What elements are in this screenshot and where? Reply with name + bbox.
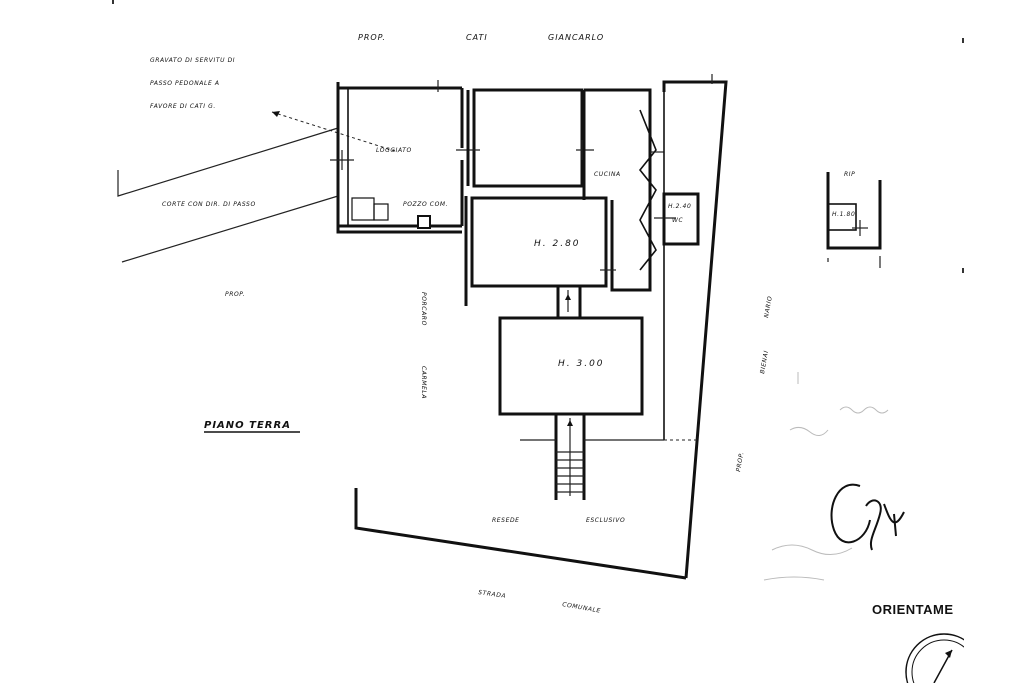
label-orientamento: ORIENTAME — [872, 602, 954, 617]
label-corte: CORTE CON DIR. DI PASSO — [162, 201, 256, 208]
label-carmela: CARMELA — [420, 366, 427, 399]
label-wc: WC — [672, 217, 684, 224]
stray-mark — [112, 0, 114, 4]
label-rip-height: H.1.80 — [832, 211, 855, 218]
label-wc-height: H.2.40 — [668, 203, 691, 210]
label-prop-left: PROP. — [225, 291, 245, 298]
room-cucina — [582, 88, 664, 292]
signature — [830, 483, 905, 551]
courtyard-boundary-lower — [121, 195, 339, 263]
room-h300 — [498, 316, 644, 416]
label-cucina: CUCINA — [594, 171, 621, 178]
right-boundary — [662, 80, 728, 579]
label-resede: RESEDE — [492, 517, 520, 524]
label-loggiato: LOGGIATO — [376, 147, 412, 154]
room-h280 — [464, 196, 616, 306]
label-gravato-line2: PASSO PEDONALE A — [150, 80, 220, 87]
label-bienai: BIENAI — [759, 350, 770, 374]
loggiato-block — [330, 80, 464, 234]
label-room-h280: H. 2.80 — [534, 239, 581, 249]
courtyard-boundary-upper — [117, 127, 339, 197]
label-room-h300: H. 3.00 — [558, 359, 605, 369]
page-edge-mask — [964, 560, 1024, 683]
label-pozzo: POZZO COM. — [403, 201, 448, 208]
stray-mark — [962, 268, 964, 273]
label-rip: RIP — [844, 171, 855, 178]
label-nario: NARIO — [763, 295, 774, 318]
stray-mark — [962, 38, 964, 43]
faded-stamp — [763, 372, 889, 581]
room-upper-middle — [456, 88, 594, 188]
label-prop-top: PROP. — [358, 33, 386, 42]
label-porcaro: PORCARO — [420, 292, 427, 326]
servitude-pointer — [271, 111, 399, 153]
label-giancarlo: GIANCARLO — [548, 33, 604, 42]
stair — [554, 414, 586, 500]
label-gravato-line1: GRAVATO DI SERVITU DI — [150, 57, 235, 64]
passage — [556, 286, 582, 318]
label-cati: CATI — [466, 33, 488, 42]
label-piano-terra: PIANO TERRA — [204, 420, 291, 431]
room-rip — [826, 172, 882, 268]
servitude-arrowhead — [272, 111, 280, 117]
label-gravato-line3: FAVORE DI CATI G. — [150, 103, 216, 110]
label-prop-right: PROP. — [735, 451, 745, 472]
resede-boundary — [354, 488, 687, 580]
label-comunale: COMUNALE — [562, 601, 602, 615]
label-strada: STRADA — [478, 589, 507, 600]
label-esclusivo: ESCLUSIVO — [586, 517, 625, 524]
